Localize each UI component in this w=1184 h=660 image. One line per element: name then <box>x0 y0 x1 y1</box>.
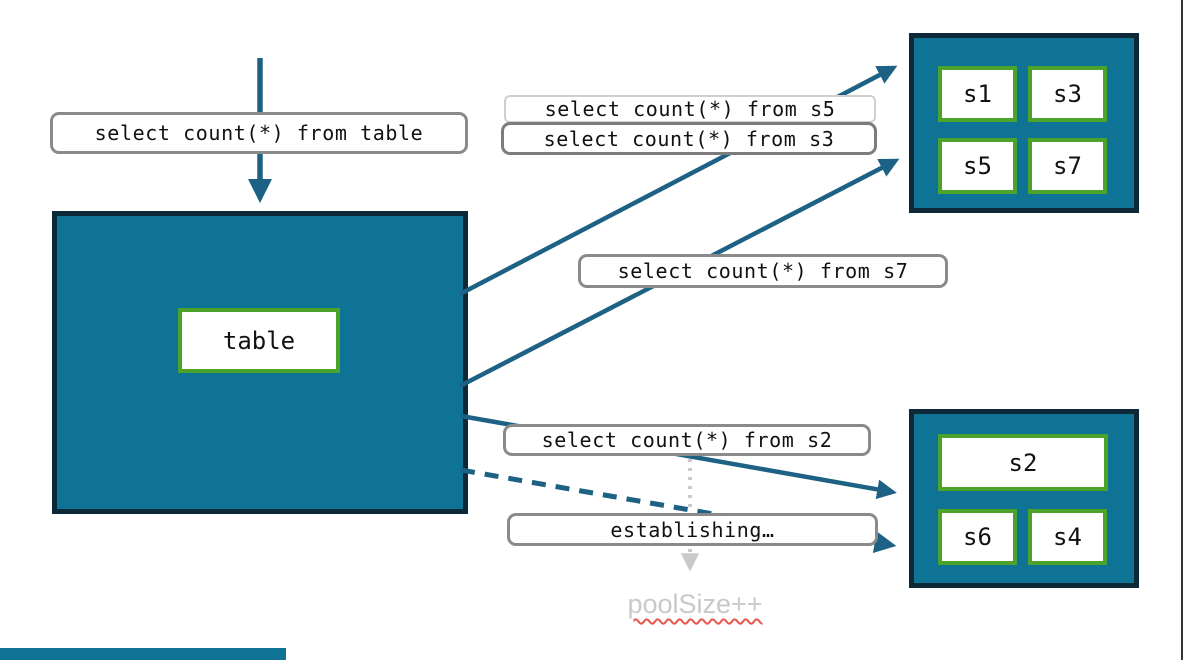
shard-chip-s4: s4 <box>1028 509 1107 565</box>
pool-bottom-node: s2 s6 s4 <box>909 409 1139 588</box>
query-label-s7: select count(*) from s7 <box>578 254 948 288</box>
poolsize-note: poolSize++ <box>627 589 763 619</box>
shard-label: s3 <box>1053 80 1082 108</box>
shard-chip-s3: s3 <box>1028 66 1107 122</box>
table-node: table <box>52 211 468 514</box>
shard-label: s2 <box>1008 448 1038 477</box>
bottom-teal-bar <box>0 648 286 660</box>
query-label-s5: select count(*) from s5 <box>504 95 876 123</box>
shard-chip-s7: s7 <box>1028 138 1107 194</box>
query-label-text: select count(*) from s2 <box>541 428 833 452</box>
table-chip-label: table <box>222 326 296 355</box>
query-label-table: select count(*) from table <box>50 112 468 154</box>
shard-label: s4 <box>1053 523 1082 551</box>
pool-top-node: s1 s3 s5 s7 <box>909 33 1139 213</box>
shard-label: s5 <box>963 152 992 180</box>
query-label-text: select count(*) from s3 <box>543 126 835 151</box>
query-label-text: select count(*) from s5 <box>544 97 836 121</box>
shard-chip-s5: s5 <box>938 138 1017 194</box>
query-label-s2: select count(*) from s2 <box>503 424 871 456</box>
shard-label: s7 <box>1053 152 1082 180</box>
query-label-s3: select count(*) from s3 <box>501 122 877 155</box>
shard-label: s1 <box>963 80 992 108</box>
table-chip: table <box>178 308 340 373</box>
shard-chip-s6: s6 <box>938 509 1017 565</box>
shard-chip-s1: s1 <box>938 66 1017 122</box>
query-label-text: select count(*) from table <box>94 121 424 145</box>
right-edge-line <box>1181 0 1183 660</box>
shard-label: s6 <box>963 523 992 551</box>
query-label-text: select count(*) from s7 <box>617 259 909 283</box>
query-label-establishing: establishing… <box>507 513 878 546</box>
shard-chip-s2: s2 <box>938 434 1108 491</box>
query-label-text: establishing… <box>610 517 775 542</box>
